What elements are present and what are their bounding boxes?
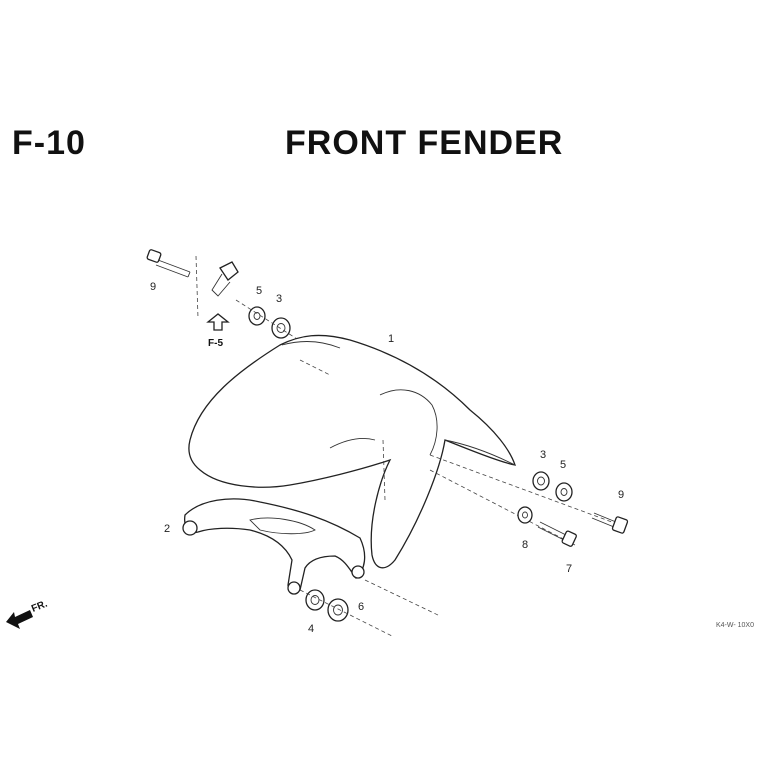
collar-right xyxy=(532,471,550,491)
callout-stay: 2 xyxy=(164,523,170,535)
f5-reference-arrow xyxy=(206,313,230,331)
callout-collar-top: 3 xyxy=(276,293,282,305)
f5-reference-label: F-5 xyxy=(208,338,223,349)
page-title: FRONT FENDER xyxy=(285,124,564,162)
callout-fender: 1 xyxy=(388,333,394,345)
collar-bottom xyxy=(327,598,349,622)
callout-bolt-right: 9 xyxy=(618,489,624,501)
mount-clip xyxy=(195,255,239,319)
washer-right xyxy=(555,482,573,502)
fender-stay xyxy=(182,498,366,595)
callout-washer-8: 8 xyxy=(522,539,528,551)
callout-rubber-bottom: 4 xyxy=(308,623,314,635)
bolt-top-left xyxy=(146,249,191,278)
front-direction-label: FR. xyxy=(30,598,49,614)
drawing-code: K4-W- 10X0 xyxy=(716,622,754,629)
callout-bolt-7: 7 xyxy=(566,563,572,575)
callout-washer-right: 5 xyxy=(560,459,566,471)
bolt-right xyxy=(591,512,629,534)
callout-washer-top: 5 xyxy=(256,285,262,297)
callout-collar-right: 3 xyxy=(540,449,546,461)
bolt-7 xyxy=(537,521,577,547)
section-code: F-10 xyxy=(12,124,86,162)
front-fender xyxy=(188,334,516,569)
front-direction-arrow-icon xyxy=(6,610,33,629)
callout-bolt-top: 9 xyxy=(150,281,156,293)
washer-top xyxy=(248,306,266,326)
rubber-bottom xyxy=(305,589,325,611)
callout-rubber-bottom-right: 6 xyxy=(358,601,364,613)
collar-top xyxy=(271,317,291,339)
washer-8 xyxy=(517,506,533,524)
